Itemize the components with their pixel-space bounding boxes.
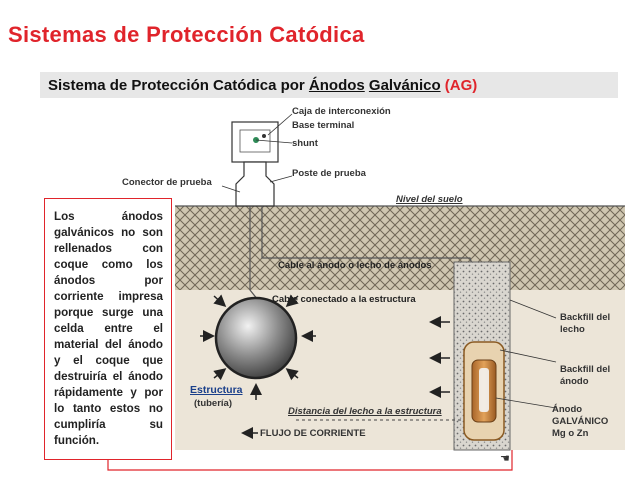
subtitle-prefix: Sistema de Protección Catódica por	[48, 77, 305, 94]
label-cable-estructura: Cable conectado a la estructura	[272, 294, 416, 305]
label-cable-anodo: Cable al ánodo o lecho de ánodos	[278, 260, 432, 271]
label-estructura: Estructura	[190, 384, 243, 396]
current-arrow	[285, 368, 299, 381]
label-distancia: Distancia del lecho a la estructura	[288, 406, 442, 417]
label-backfill-anodo: Backfill del ánodo	[560, 364, 611, 387]
current-arrow	[213, 368, 227, 381]
pipe-structure	[214, 296, 298, 380]
current-arrow	[285, 294, 299, 308]
subtitle-word-galvanico: Galvánico	[368, 77, 441, 94]
label-tuberia: (tubería)	[194, 398, 232, 409]
cursor-hand-icon: ☚	[500, 452, 510, 465]
subtitle-suffix: (AG)	[444, 77, 478, 94]
label-conector: Conector de prueba	[122, 177, 212, 188]
callout-note: Los ánodos galvánicos no son rellenados …	[44, 198, 172, 460]
ground-band	[175, 206, 625, 290]
label-nivel: Nivel del suelo	[396, 194, 463, 205]
label-poste: Poste de prueba	[292, 168, 366, 179]
label-backfill-lecho: Backfill del lecho	[560, 312, 611, 335]
subtitle-bar	[40, 72, 618, 98]
subtitle: Sistema de Protección Catódica por Ánodo…	[48, 77, 477, 94]
current-arrow	[213, 294, 227, 308]
callout-connector	[107, 450, 513, 471]
label-shunt: shunt	[292, 138, 318, 149]
label-caja: Caja de interconexión	[292, 106, 391, 117]
label-anodo: Ánodo GALVÁNICO Mg o Zn	[552, 404, 609, 439]
label-flujo: FLUJO DE CORRIENTE	[260, 428, 366, 439]
terminal-icon	[262, 134, 266, 138]
subtitle-word-anodos: Ánodos	[308, 77, 365, 94]
label-base: Base terminal	[292, 120, 355, 131]
test-post	[235, 161, 275, 207]
anode-core	[479, 368, 489, 412]
page-title: Sistemas de Protección Catódica	[8, 22, 365, 47]
